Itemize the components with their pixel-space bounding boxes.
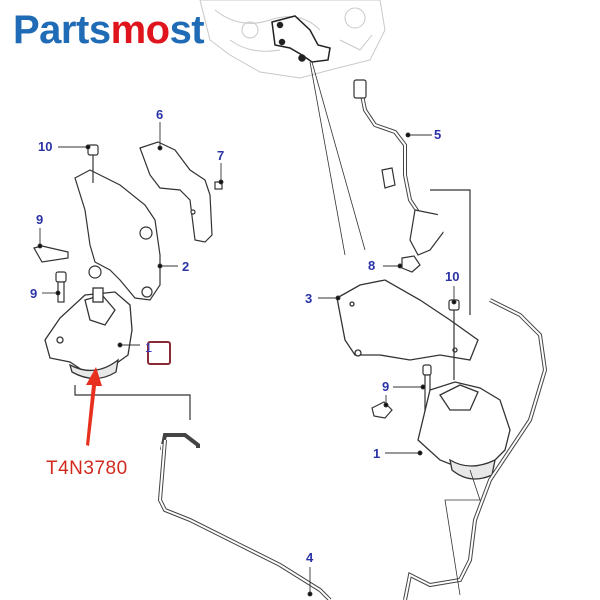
- red-arrow-indicator: [86, 367, 102, 446]
- callout-9: 9: [30, 286, 38, 301]
- callout-3: 3: [305, 291, 313, 306]
- right-hose-pipe: [358, 84, 422, 217]
- brand-logo-accent: mo: [110, 8, 171, 52]
- part-number-label: T4N3780: [46, 458, 128, 479]
- brand-logo: Partsmost: [13, 8, 205, 52]
- callout-8: 8: [368, 258, 376, 273]
- left-engine-mount: [44, 287, 133, 380]
- callout-10: 10: [38, 139, 53, 154]
- right-valve-bracket: [353, 79, 471, 315]
- callout-9: 9: [382, 379, 390, 394]
- brand-logo-part: Parts: [13, 8, 111, 52]
- leader-lines: [37, 122, 457, 597]
- left-bracket-assembly: [74, 141, 213, 301]
- callout-4: 4: [306, 550, 314, 565]
- left-hose-pipe: [74, 385, 332, 600]
- callout-1: 1: [145, 340, 153, 355]
- highlight-marker: [147, 341, 171, 365]
- callout-10: 10: [445, 269, 460, 284]
- callout-5: 5: [434, 127, 442, 142]
- callout-6: 6: [156, 107, 164, 122]
- right-engine-mount: [417, 381, 511, 480]
- brand-logo-part: st: [169, 8, 205, 52]
- left-bolts: [33, 144, 223, 303]
- callout-2: 2: [182, 259, 190, 274]
- right-bracket-3: [336, 279, 479, 361]
- callout-1: 1: [373, 446, 381, 461]
- upper-mount-bracket: [271, 15, 331, 63]
- callout-7: 7: [217, 148, 225, 163]
- callout-9: 9: [36, 212, 44, 227]
